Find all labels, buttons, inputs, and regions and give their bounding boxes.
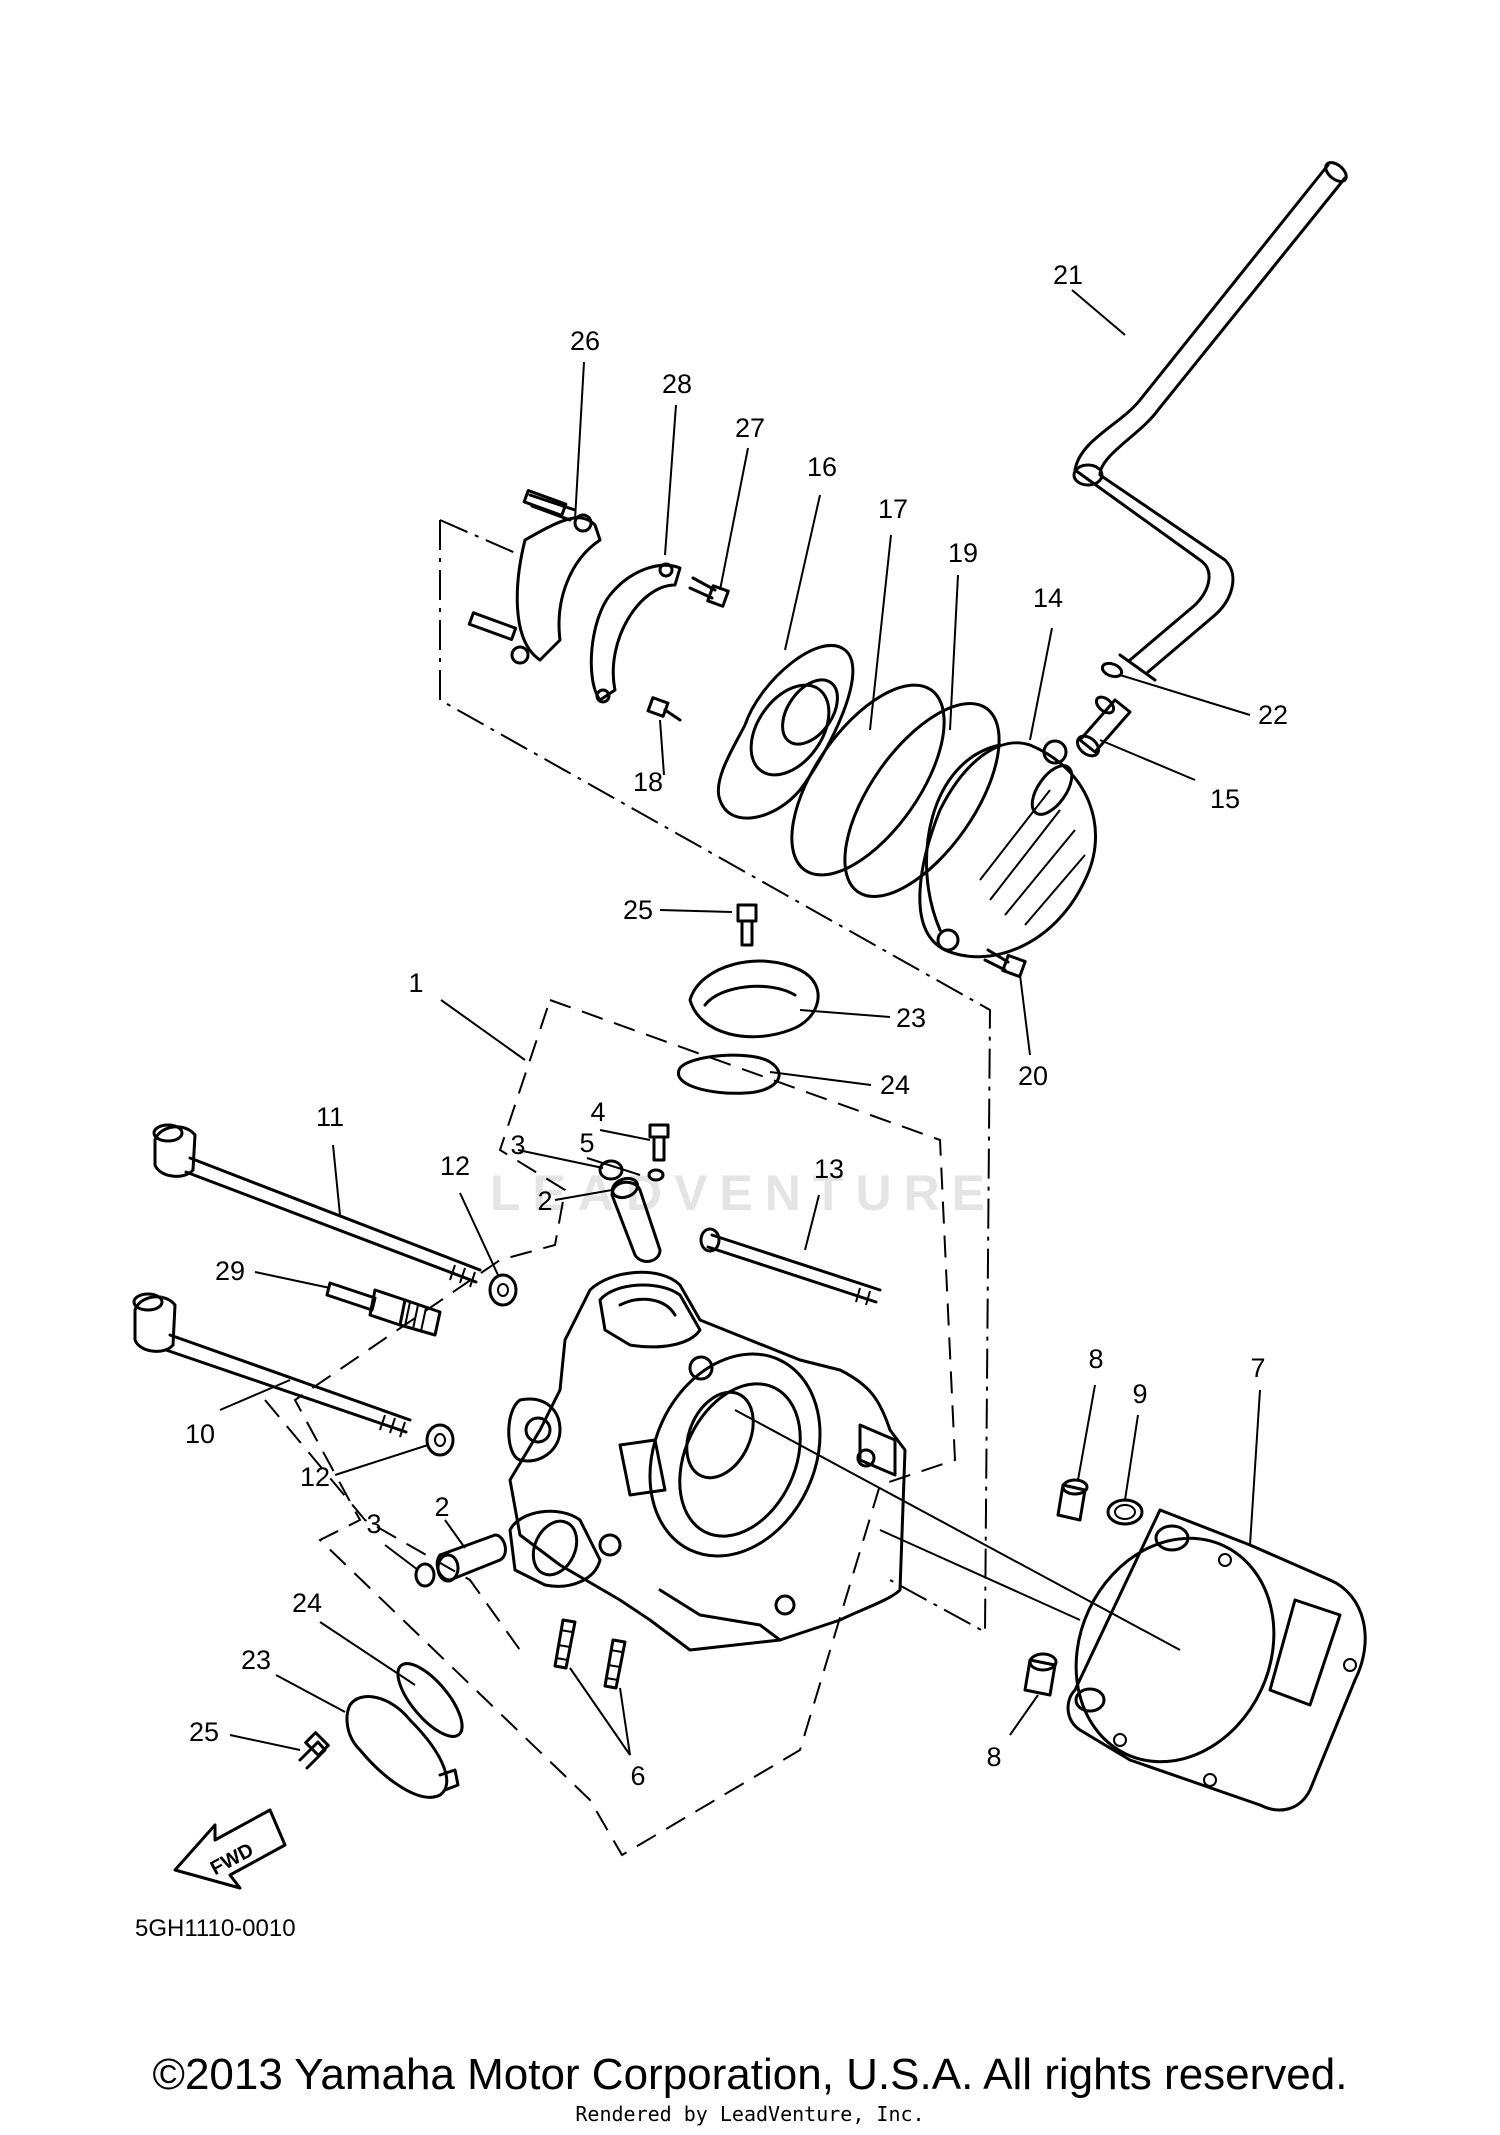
bolt-20 — [983, 948, 1027, 979]
lower-head-outline — [264, 1399, 521, 1651]
callout-14: 14 — [1033, 583, 1063, 613]
rendered-by-notice: Rendered by LeadVenture, Inc. — [575, 2102, 925, 2126]
bolt-4 — [648, 1123, 670, 1162]
bracket-28 — [589, 562, 682, 704]
callout-28: 28 — [662, 369, 692, 399]
callout-4: 4 — [590, 1097, 605, 1127]
copyright-notice: ©2013 Yamaha Motor Corporation, U.S.A. A… — [152, 2050, 1348, 2099]
callout-19: 19 — [948, 538, 978, 568]
cylinder-head — [507, 1270, 907, 1652]
callout-16: 16 — [807, 452, 837, 482]
o-ring-3-lower — [414, 1562, 436, 1588]
callout-13: 13 — [814, 1154, 844, 1184]
cylinder-head-cover — [918, 739, 1098, 959]
spark-plug — [325, 1281, 442, 1337]
callout-1: 1 — [408, 968, 423, 998]
washer-12-lower — [425, 1423, 455, 1457]
cover-assembly-boundary-top — [439, 519, 521, 556]
stud-bolt-13 — [699, 1227, 882, 1306]
callout-9: 9 — [1132, 1379, 1147, 1409]
hose-clip — [1100, 661, 1124, 679]
dowel-2-upper — [610, 1176, 662, 1263]
dowel-8-lower — [1023, 1652, 1058, 1697]
callout-12-upper: 12 — [440, 1151, 470, 1181]
breather-hose — [1072, 161, 1348, 682]
callout-26: 26 — [570, 326, 600, 356]
fwd-arrow-icon: FWD — [173, 1808, 287, 1890]
stud-bolt-11 — [152, 1123, 482, 1288]
callout-25-lower: 25 — [189, 1717, 219, 1747]
callout-5: 5 — [579, 1128, 594, 1158]
washer-5 — [647, 1168, 665, 1182]
callout-29: 29 — [215, 1256, 245, 1286]
stud-bolt-10 — [132, 1292, 412, 1438]
callout-23-upper: 23 — [896, 1003, 926, 1033]
leader-lines — [219, 289, 1261, 1756]
diagram-reference-code: 5GH1110-0010 — [135, 1915, 296, 1942]
callout-6: 6 — [630, 1761, 645, 1791]
callout-2-upper: 2 — [537, 1186, 552, 1216]
washer-12-upper — [488, 1273, 518, 1307]
cover-assembly-boundary — [439, 520, 992, 1634]
stud-6 — [553, 1618, 627, 1690]
dowel-2-lower — [435, 1533, 507, 1583]
bolt-25-upper — [736, 903, 758, 947]
collar-9 — [1106, 1498, 1144, 1526]
callout-3-upper: 3 — [510, 1130, 525, 1160]
callout-24-upper: 24 — [880, 1070, 910, 1100]
callout-labels: 26 28 27 16 17 19 14 21 22 15 18 25 20 2… — [185, 260, 1288, 1791]
callout-11: 11 — [316, 1102, 344, 1132]
callout-27: 27 — [735, 413, 765, 443]
callout-10: 10 — [185, 1419, 215, 1449]
callout-2-lower: 2 — [434, 1492, 449, 1522]
callout-15: 15 — [1210, 784, 1240, 814]
watermark-text: LEADVENTURE — [490, 1165, 997, 1221]
cap-23-lower — [345, 1695, 460, 1799]
callout-12-lower: 12 — [300, 1462, 330, 1492]
bolt-18 — [646, 696, 682, 722]
callout-22: 22 — [1258, 700, 1288, 730]
callout-20: 20 — [1018, 1061, 1048, 1091]
callout-17: 17 — [878, 494, 908, 524]
callout-8-upper: 8 — [1088, 1344, 1103, 1374]
callout-18: 18 — [633, 767, 663, 797]
callout-25-upper: 25 — [623, 895, 653, 925]
breather-fitting — [1075, 695, 1132, 758]
gasket-24-upper — [676, 1053, 781, 1095]
dowel-8-upper — [1056, 1478, 1089, 1522]
callout-24-lower: 24 — [292, 1588, 322, 1618]
bracket-26 — [467, 489, 602, 665]
callout-7: 7 — [1250, 1353, 1265, 1383]
cylinder-head-group-outline — [293, 998, 957, 1857]
cylinder-gasket — [1066, 1508, 1367, 1812]
callout-3-lower: 3 — [366, 1509, 381, 1539]
cap-23-upper — [688, 959, 820, 1039]
callout-21: 21 — [1053, 260, 1083, 290]
gasket-24-lower — [396, 1662, 464, 1738]
callout-23-lower: 23 — [241, 1645, 271, 1675]
bolt-25-lower — [298, 1731, 330, 1770]
callout-8-lower: 8 — [986, 1742, 1001, 1772]
cover-gasket-plate — [716, 643, 855, 820]
o-ring-19 — [843, 702, 1001, 898]
